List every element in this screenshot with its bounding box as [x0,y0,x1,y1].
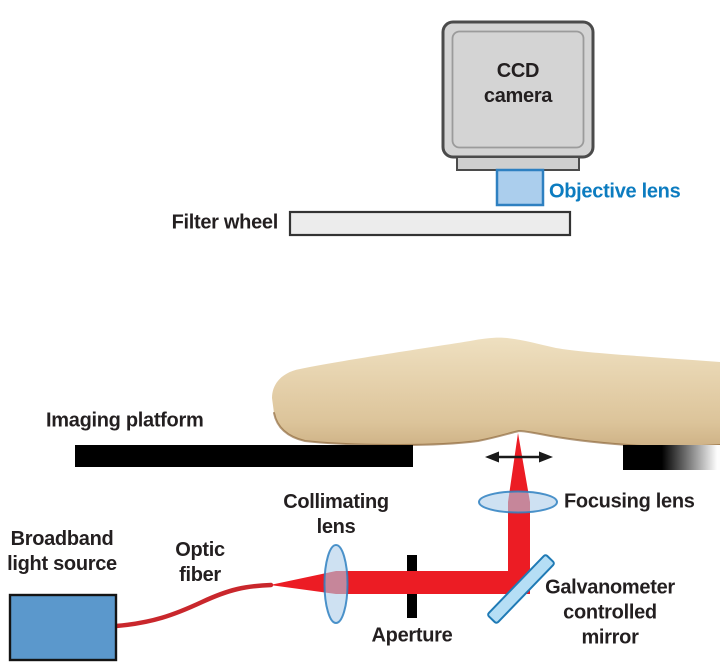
focusing-lens-shape [478,490,558,514]
objective-lens-shape [495,168,545,207]
optic-fiber-label: Optic fiber [175,539,225,586]
collimating-lens-label: Collimating lens [283,491,389,538]
broadband-source-box [8,593,118,662]
imaging-platform-label: Imaging platform [46,409,204,432]
galvanometer-mirror-label: Galvanometer controlled mirror [545,576,675,649]
objective-lens-label: Objective lens [549,180,681,203]
ccd-camera-inner-panel [451,30,585,149]
finger-underside-shadow [273,412,720,448]
collimating-lens-shape [323,544,349,624]
imaging-platform-left-bar [75,445,413,467]
finger-illustration [272,337,720,447]
scan-direction-arrow [485,451,553,463]
galvanometer-mirror [487,554,555,624]
broadband-source-label: Broadband light source [7,528,117,575]
filter-wheel-shape [288,210,572,237]
ccd-camera-label: CCD camera [483,60,553,107]
optic-fiber-line [113,582,274,629]
camera-mount-plate [456,156,580,171]
aperture-label: Aperture [371,624,453,647]
filter-wheel-label: Filter wheel [171,211,279,234]
focusing-lens-label: Focusing lens [564,490,695,513]
light-beam [270,433,530,594]
imaging-platform-right-bar [623,445,720,470]
